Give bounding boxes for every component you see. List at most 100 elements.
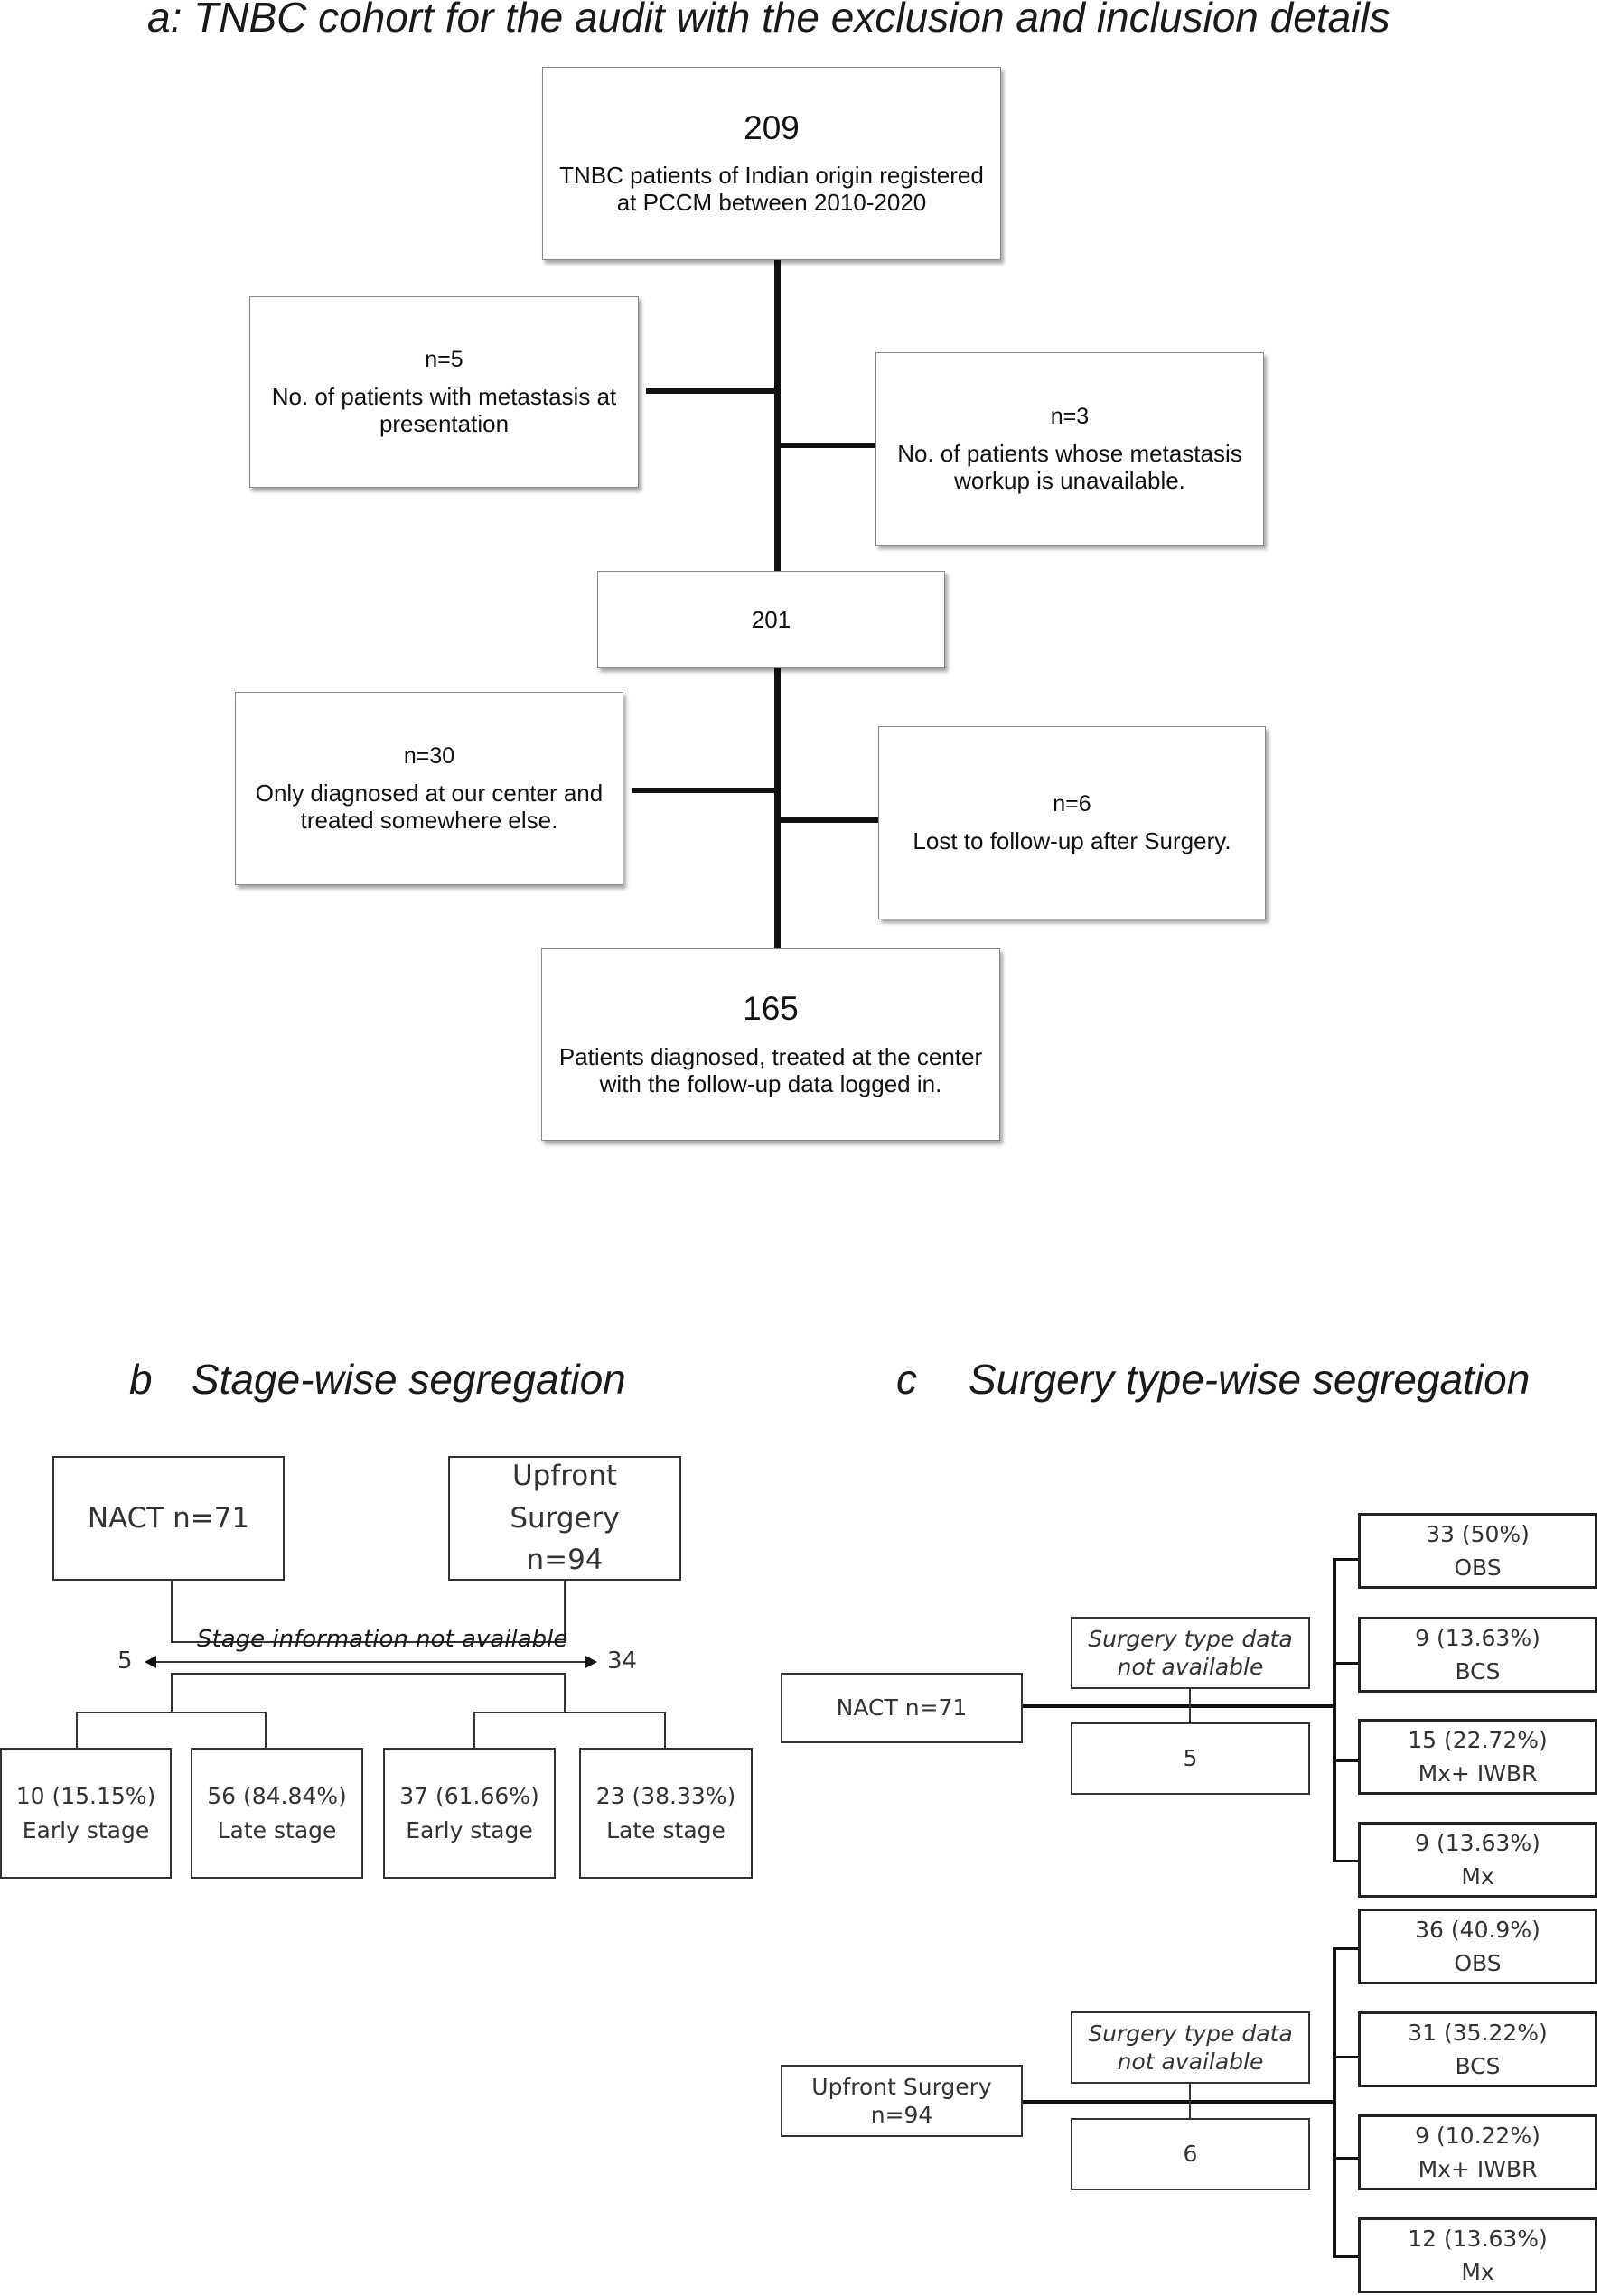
surgery-nact-leaf2-h — [1333, 1662, 1358, 1665]
surgery-upfront-leaf2-h — [1333, 2056, 1358, 2058]
exclusion-treated-elsewhere-count: n=30 — [403, 743, 455, 770]
surgery-nact-leaf-mx-iwbr: 15 (22.72%) Mx+ IWBR — [1358, 1719, 1597, 1795]
surgery-leaf-value: 33 (50%) — [1426, 1520, 1530, 1547]
panel-c-letter: c — [896, 1356, 917, 1403]
surgery-nact-leaf-mx: 9 (13.63%) Mx — [1358, 1822, 1597, 1898]
flow-branch-left-2 — [632, 788, 778, 793]
panel-c-title: Surgery type-wise segregation — [969, 1356, 1531, 1403]
exclusion-workup-count: n=3 — [1050, 404, 1090, 430]
stage-split-left-v — [171, 1673, 173, 1713]
stage-leaf-nact-late: 56 (84.84%) Late stage — [191, 1748, 363, 1879]
surgery-upfront-na-v — [1189, 2082, 1191, 2120]
surgery-upfront-leaf-bcs: 31 (35.22%) BCS — [1358, 2011, 1597, 2087]
surgery-leaf-label: Mx — [1461, 2259, 1494, 2285]
stage-nact-box: NACT n=71 — [52, 1456, 285, 1581]
stage-leaf-value: 23 (38.33%) — [595, 1783, 736, 1809]
stage-na-arrow-line — [154, 1661, 585, 1663]
surgery-leaf-label: Mx+ IWBR — [1418, 1760, 1538, 1787]
surgery-leaf-value: 9 (13.63%) — [1415, 1624, 1540, 1651]
surgery-leaf-value: 9 (10.22%) — [1415, 2122, 1540, 2149]
surgery-nact-leaf1-h — [1333, 1558, 1358, 1561]
stage-upfront-children-h — [473, 1712, 666, 1713]
stage-leaf-label: Late stage — [217, 1816, 337, 1843]
panel-b-letter: b — [129, 1356, 153, 1403]
stage-connector-bottom-h — [171, 1641, 566, 1643]
surgery-upfront-na-label: Surgery type data not available — [1088, 2020, 1293, 2075]
surgery-upfront-leaf4-h — [1333, 2255, 1358, 2258]
stage-upfront-box: Upfront Surgery n=94 — [448, 1456, 681, 1581]
surgery-nact-root: NACT n=71 — [781, 1673, 1023, 1743]
surgery-upfront-leaf1-h — [1333, 1947, 1358, 1950]
stage-connector-right-v — [564, 1581, 566, 1642]
surgery-leaf-label: BCS — [1455, 1658, 1501, 1685]
surgery-nact-leaf3-h — [1333, 1759, 1358, 1762]
stage-leaf-nact-early: 10 (15.15%) Early stage — [0, 1748, 172, 1879]
surgery-leaf-label: OBS — [1454, 1950, 1502, 1976]
exclusion-workup-text: No. of patients whose metastasis workup … — [897, 440, 1242, 494]
exclusion-lost-followup-count: n=6 — [1053, 791, 1091, 817]
panel-b-title: Stage-wise segregation — [192, 1356, 626, 1403]
stage-split-top-h — [171, 1673, 566, 1675]
stage-upfront-child2-v — [664, 1712, 666, 1748]
surgery-nact-leaves-v — [1333, 1558, 1336, 1862]
stage-leaf-value: 56 (84.84%) — [207, 1783, 347, 1809]
surgery-upfront-na-label-box: Surgery type data not available — [1071, 2011, 1310, 2084]
stage-na-left-value: 5 — [117, 1647, 133, 1675]
exclusion-lost-followup-box: n=6 Lost to follow-up after Surgery. — [878, 726, 1266, 919]
stage-leaf-label: Early stage — [22, 1816, 150, 1843]
flow-trunk-1 — [774, 260, 781, 571]
surgery-upfront-na-value: 6 — [1183, 2141, 1198, 2168]
flow-trunk-2 — [774, 668, 781, 950]
exclusion-workup-box: n=3 No. of patients whose metastasis wor… — [875, 352, 1264, 546]
cohort-final-box: 165 Patients diagnosed, treated at the c… — [541, 948, 1000, 1141]
stage-nact-child2-v — [265, 1712, 267, 1748]
cohort-total-text: TNBC patients of Indian origin registere… — [559, 162, 984, 217]
surgery-upfront-leaf-mx-iwbr: 9 (10.22%) Mx+ IWBR — [1358, 2114, 1597, 2190]
cohort-total-box: 209 TNBC patients of Indian origin regis… — [542, 67, 1001, 260]
surgery-nact-na-label-box: Surgery type data not available — [1071, 1617, 1310, 1689]
surgery-upfront-leaf3-h — [1333, 2157, 1358, 2160]
exclusion-treated-elsewhere-box: n=30 Only diagnosed at our center and tr… — [235, 692, 623, 885]
surgery-leaf-label: BCS — [1455, 2053, 1501, 2079]
stage-upfront-child1-v — [473, 1712, 475, 1748]
cohort-total-count: 209 — [744, 108, 800, 146]
surgery-leaf-label: Mx+ IWBR — [1418, 2156, 1538, 2182]
stage-na-arrow-left-head — [145, 1656, 156, 1668]
stage-connector-left-v — [171, 1581, 173, 1642]
surgery-leaf-value: 15 (22.72%) — [1408, 1726, 1548, 1753]
surgery-upfront-root-label: Upfront Surgery n=94 — [811, 2073, 992, 2128]
surgery-nact-leaf4-h — [1333, 1860, 1358, 1862]
cohort-final-text: Patients diagnosed, treated at the cente… — [558, 1042, 983, 1097]
flow-branch-left-1 — [646, 388, 778, 394]
stage-upfront-label: Upfront Surgery n=94 — [510, 1460, 620, 1577]
stage-leaf-label: Early stage — [406, 1816, 533, 1843]
surgery-upfront-leaf-obs: 36 (40.9%) OBS — [1358, 1909, 1597, 1984]
stage-leaf-upfront-late: 23 (38.33%) Late stage — [579, 1748, 753, 1879]
stage-split-right-v — [564, 1673, 566, 1713]
surgery-nact-leaf-obs: 33 (50%) OBS — [1358, 1513, 1597, 1589]
panel-a-title: a: TNBC cohort for the audit with the ex… — [147, 0, 1390, 41]
surgery-leaf-label: OBS — [1454, 1554, 1502, 1581]
flow-branch-right-2 — [778, 817, 882, 823]
surgery-leaf-value: 9 (13.63%) — [1415, 1829, 1540, 1856]
surgery-leaf-value: 36 (40.9%) — [1415, 1916, 1540, 1943]
surgery-upfront-root: Upfront Surgery n=94 — [781, 2065, 1023, 2137]
stage-leaf-label: Late stage — [606, 1816, 726, 1843]
surgery-leaf-value: 12 (13.63%) — [1408, 2225, 1548, 2252]
cohort-middle-box: 201 — [597, 571, 945, 668]
flow-branch-right-1 — [778, 443, 883, 448]
surgery-upfront-main-h — [1023, 2100, 1333, 2104]
exclusion-treated-elsewhere-text: Only diagnosed at our center and treated… — [255, 779, 604, 834]
stage-nact-children-h — [76, 1712, 267, 1713]
stage-leaf-upfront-early: 37 (61.66%) Early stage — [383, 1748, 556, 1879]
surgery-nact-na-label: Surgery type data not available — [1088, 1625, 1293, 1680]
surgery-leaf-label: Mx — [1461, 1863, 1494, 1890]
stage-na-right-value: 34 — [607, 1647, 638, 1675]
surgery-nact-leaf-bcs: 9 (13.63%) BCS — [1358, 1617, 1597, 1693]
exclusion-metastasis-text: No. of patients with metastasis at prese… — [271, 383, 617, 437]
surgery-nact-main-h — [1023, 1704, 1333, 1708]
surgery-nact-root-label: NACT n=71 — [836, 1694, 968, 1722]
stage-nact-label: NACT n=71 — [87, 1501, 250, 1535]
surgery-nact-na-value-box: 5 — [1071, 1722, 1310, 1795]
surgery-upfront-leaf-mx: 12 (13.63%) Mx — [1358, 2217, 1597, 2293]
